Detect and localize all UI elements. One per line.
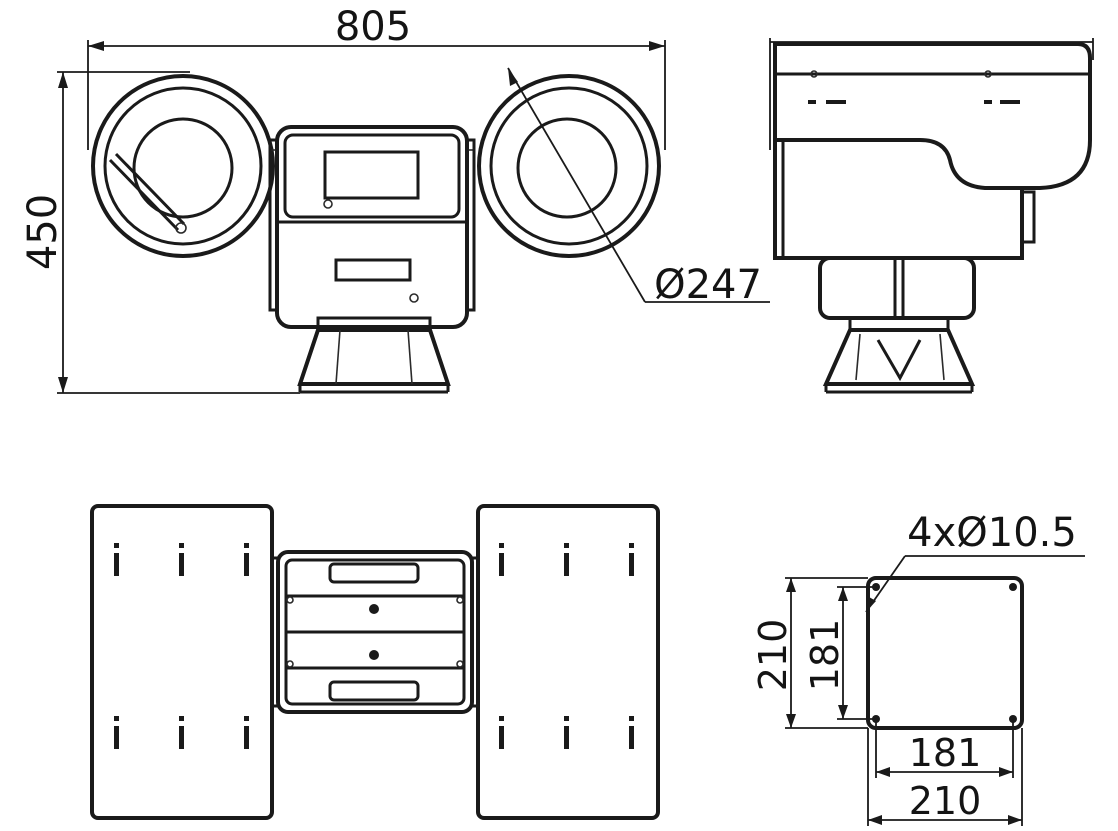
- right-plate-slots: [499, 543, 634, 749]
- window-diameter-label: Ø247: [654, 262, 762, 308]
- base-inner-height-label: 181: [803, 619, 847, 692]
- front-pedestal: [297, 316, 451, 394]
- side-view: [769, 38, 1094, 394]
- window-diameter-dimension: Ø247: [507, 67, 770, 308]
- left-lens-housing: [91, 74, 275, 258]
- central-body: [268, 125, 476, 329]
- overall-width-label: 805: [335, 4, 411, 50]
- base-plate-view: 4xØ10.5 210 181 181 210: [751, 510, 1085, 826]
- mount-holes-label: 4xØ10.5: [907, 510, 1077, 556]
- top-view: [90, 504, 660, 820]
- left-plate-slots: [114, 543, 249, 749]
- base-inner-width-label: 181: [909, 731, 982, 775]
- base-outer-height-label: 210: [751, 619, 795, 692]
- overall-width-dimension: 805: [87, 4, 666, 150]
- front-view: 805 450: [20, 4, 770, 394]
- right-lens-housing: [477, 74, 661, 258]
- overall-height-label: 450: [20, 194, 66, 270]
- overall-height-dimension: 450: [20, 71, 300, 394]
- base-outer-width-label: 210: [909, 779, 982, 823]
